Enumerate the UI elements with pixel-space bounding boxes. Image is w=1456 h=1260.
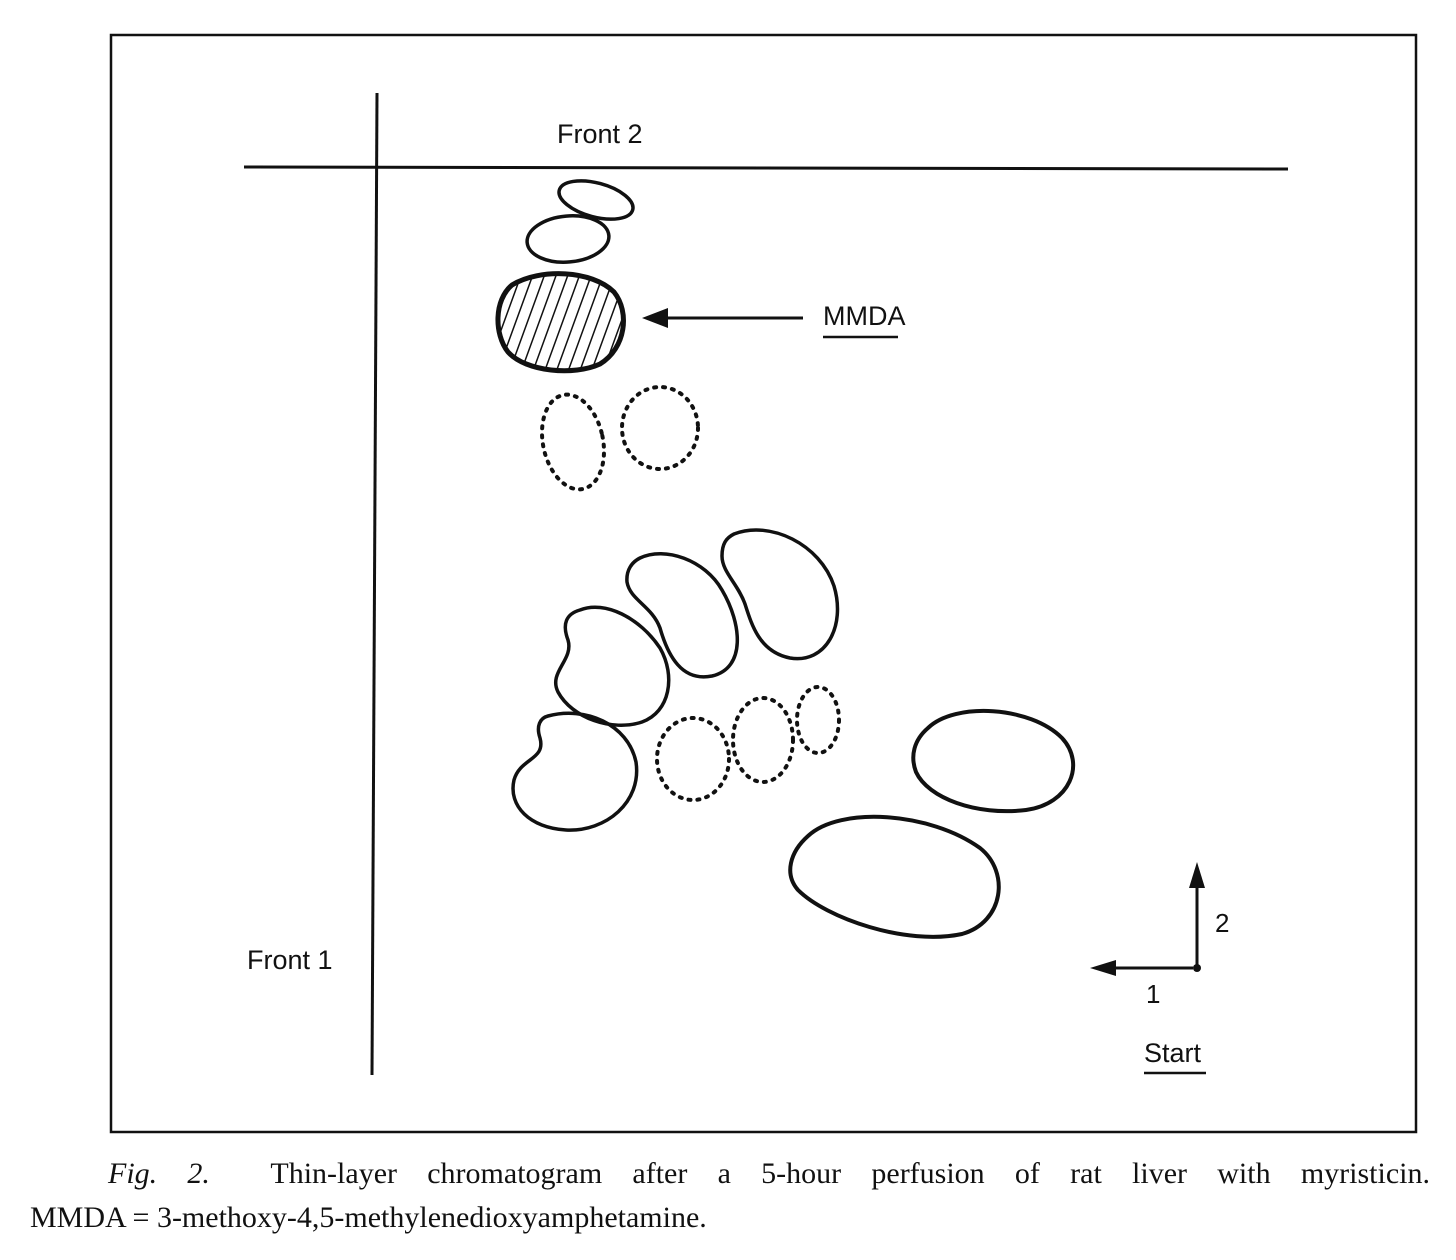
spot-middle-a	[554, 605, 671, 727]
spot-dotted-lower-2	[731, 696, 795, 784]
caption-line-1: Fig. 2. Thin-layer chromatogram after a …	[30, 1152, 1430, 1196]
direction-2-label: 2	[1215, 908, 1229, 938]
front-1-label: Front 1	[247, 945, 333, 975]
front-2-line	[243, 165, 1289, 171]
start-label: Start	[1144, 1038, 1202, 1068]
direction-1-label: 1	[1146, 979, 1160, 1009]
spot-dotted-lower-3	[795, 685, 841, 755]
start-point	[1193, 964, 1201, 972]
figure-frame	[109, 33, 1418, 1134]
spot-lower-left	[511, 711, 639, 832]
spot-right-lower	[788, 814, 1001, 939]
direction-2-arrow-head	[1189, 862, 1205, 888]
mmda-label: MMDA	[823, 301, 906, 331]
caption-text-line-2: MMDA = 3-methoxy-4,5-methylenedioxyamphe…	[30, 1201, 707, 1234]
direction-1-arrow-head	[1090, 960, 1116, 976]
front-1-line	[370, 92, 379, 1076]
figure-caption: Fig. 2. Thin-layer chromatogram after a …	[30, 1152, 1430, 1240]
spot-top-small	[557, 179, 635, 221]
caption-fig-label: Fig. 2.	[108, 1157, 210, 1190]
mmda-arrow-head	[642, 308, 668, 328]
caption-text-line-1: Thin-layer chromatogram after a 5-hour p…	[270, 1157, 1430, 1190]
spot-middle-b	[625, 552, 740, 679]
spot-dotted-lower-1	[655, 716, 731, 802]
spot-dotted-upper-left	[540, 392, 606, 492]
spot-top-second	[525, 214, 611, 264]
spot-middle-c	[720, 528, 840, 661]
front-2-label: Front 2	[557, 119, 643, 149]
spot-right-upper	[911, 708, 1076, 814]
spot-mmda	[495, 271, 626, 374]
spot-dotted-upper-right	[620, 385, 700, 471]
